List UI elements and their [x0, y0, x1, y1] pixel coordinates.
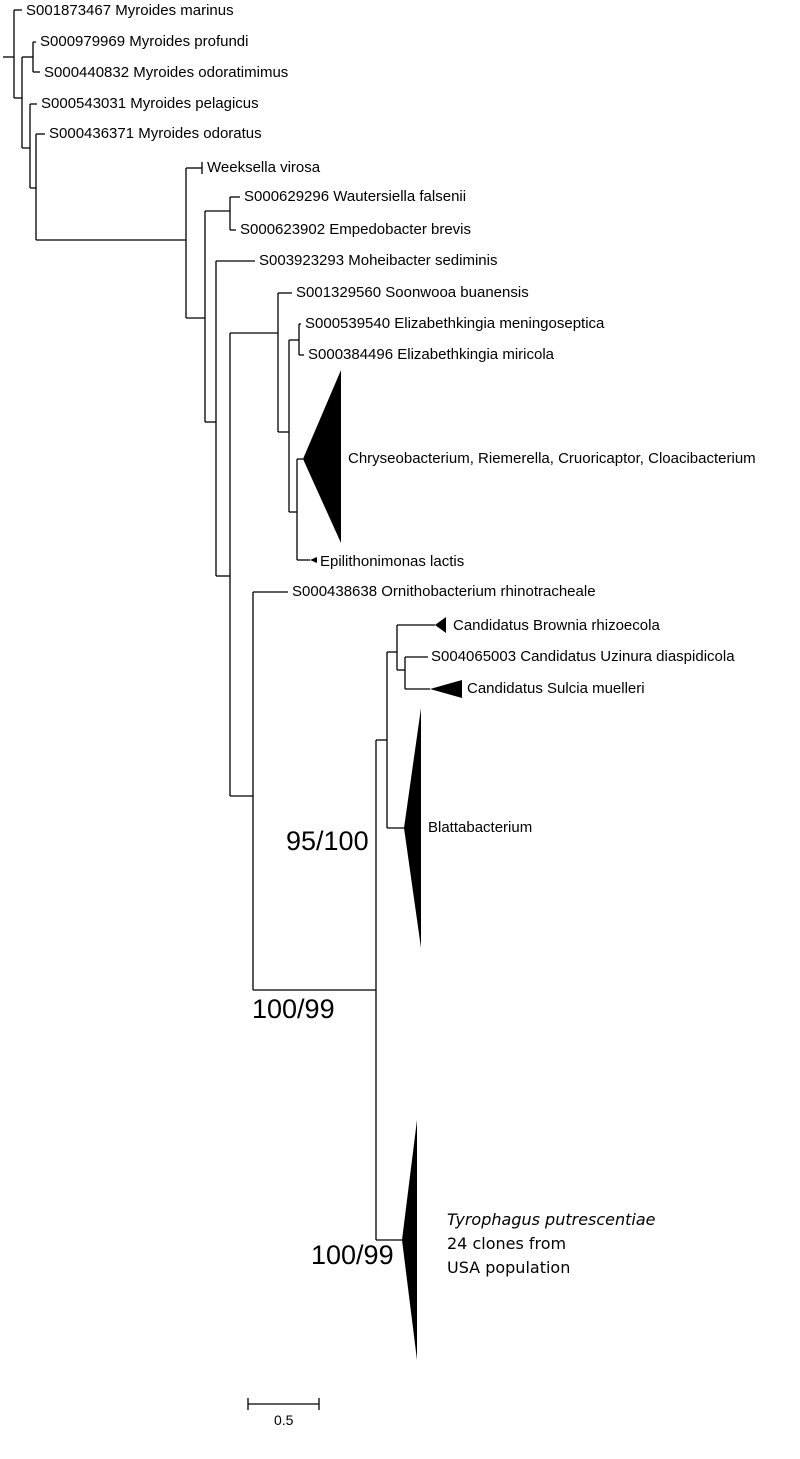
leaf-label: S004065003 Candidatus Uzinura diaspidico… — [431, 648, 735, 665]
scale-bar-label: 0.5 — [274, 1412, 294, 1428]
leaf-label: S000629296 Wautersiella falsenii — [244, 188, 467, 205]
leaf-label: Epilithonimonas lactis — [320, 553, 465, 570]
tyrophagus-clade-label: Tyrophagus putrescentiae 24 clones from … — [447, 1208, 656, 1280]
tyrophagus-clone-count: 24 clones from — [447, 1234, 567, 1253]
support-value-blattabacterium: 95/100 — [286, 826, 369, 856]
support-value-tyrophagus: 100/99 — [311, 1240, 394, 1270]
leaf-label: Candidatus Sulcia muelleri — [467, 680, 645, 697]
leaf-label: S001329560 Soonwooa buanensis — [296, 284, 529, 301]
support-value-root-clade: 100/99 — [252, 994, 335, 1024]
leaf-label: S000623902 Empedobacter brevis — [240, 221, 471, 238]
leaf-label: S000440832 Myroides odoratimimus — [44, 64, 289, 81]
leaf-label: S003923293 Moheibacter sediminis — [259, 252, 498, 269]
leaf-label: Weeksella virosa — [207, 159, 321, 176]
leaf-label: Chryseobacterium, Riemerella, Cruoricapt… — [348, 450, 756, 467]
leaf-label: S000543031 Myroides pelagicus — [41, 95, 259, 112]
tyrophagus-species-name: Tyrophagus putrescentiae — [447, 1210, 656, 1229]
clade-triangle-blattabacterium — [404, 708, 421, 948]
leaf-label: S000384496 Elizabethkingia miricola — [308, 346, 554, 363]
clade-triangle-brownia — [435, 617, 446, 633]
tyrophagus-population: USA population — [447, 1258, 571, 1277]
clade-triangle-tyrophagus — [402, 1120, 417, 1360]
leaf-label: S000438638 Ornithobacterium rhinotrachea… — [292, 583, 596, 600]
leaf-label: S000979969 Myroides profundi — [40, 33, 249, 50]
leaf-label: S000539540 Elizabethkingia meningoseptic… — [305, 315, 605, 332]
leaf-label: Candidatus Brownia rhizoecola — [453, 617, 660, 634]
clade-triangle-chryseobacterium — [303, 370, 341, 543]
leaf-label: S000436371 Myroides odoratus — [49, 125, 262, 142]
leaf-label: Blattabacterium — [428, 819, 533, 836]
clade-triangle-epilithonimonas — [310, 557, 317, 563]
clade-triangle-sulcia — [430, 680, 462, 698]
leaf-label: S001873467 Myroides marinus — [26, 2, 234, 19]
